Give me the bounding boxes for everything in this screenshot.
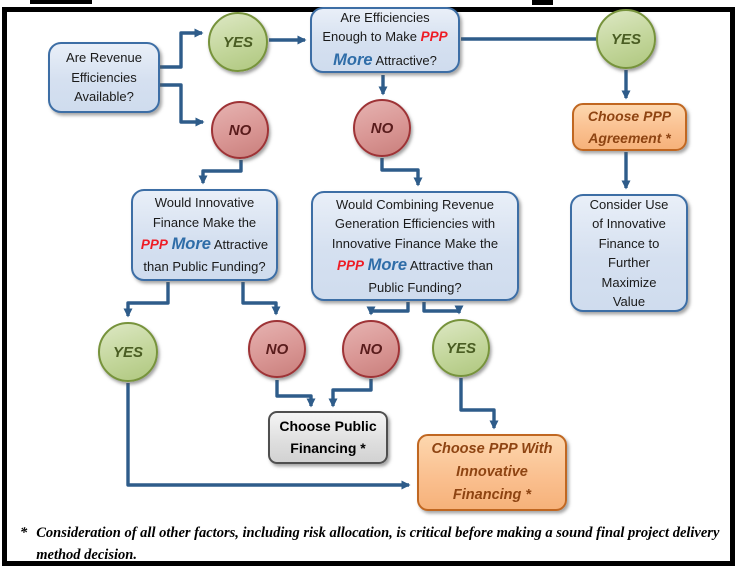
yes-label: YES: [112, 343, 143, 361]
decision-combining-revenue: Would Combining Revenue Generation Effic…: [311, 191, 519, 301]
outcome-choose-ppp-agreement: Choose PPP Agreement *: [572, 103, 687, 151]
cropped-caption-remnant: [532, 0, 553, 5]
decision-combining-line3: Innovative Finance Make the: [331, 235, 499, 251]
yes-node-2: YES: [596, 9, 656, 69]
yes-node-3: YES: [98, 322, 158, 382]
decision-combining-line1: Would Combining Revenue: [335, 196, 495, 212]
decision-innovative-line4: than Public Funding?: [143, 259, 266, 275]
decision-combining-line5: Public Funding?: [368, 279, 462, 295]
decision-efficiencies-enough: Are Efficiencies Enough to Make PPP More…: [310, 7, 460, 73]
no-label: NO: [265, 340, 289, 358]
ppp-highlight: PPP: [140, 237, 168, 253]
yes-label: YES: [222, 33, 253, 51]
outcome-choose-ppp-agreement-text: Choose PPP Agreement *: [587, 107, 672, 146]
decision-efficiencies-line2: Enough to Make PPP: [322, 29, 448, 45]
no-label: NO: [228, 121, 252, 139]
footnote-asterisk: *: [20, 525, 28, 541]
outcome-choose-public-financing-text: Choose Public Financing *: [279, 417, 377, 456]
no-label: NO: [370, 119, 394, 137]
outcome-consider-innovative: Consider Use of Innovative Finance to Fu…: [570, 194, 688, 312]
no-node-2: NO: [353, 99, 411, 157]
ppp-highlight: PPP: [336, 258, 364, 274]
more-highlight: More: [171, 235, 211, 254]
no-node-3: NO: [248, 320, 306, 378]
decision-combining-line2: Generation Efficiencies with: [334, 216, 496, 232]
decision-revenue-efficiencies-text: Are Revenue Efficiencies Available?: [66, 50, 142, 105]
decision-combining-line4: PPP More Attractive than: [336, 256, 494, 275]
decision-innovative-line1: Would Innovative: [154, 195, 255, 211]
outcome-choose-ppp-innovative-text: Choose PPP With Innovative Financing *: [431, 440, 553, 504]
outcome-choose-public-financing: Choose Public Financing *: [268, 411, 388, 464]
decision-revenue-efficiencies: Are Revenue Efficiencies Available?: [48, 42, 160, 113]
more-highlight: More: [367, 256, 408, 275]
no-node-1: NO: [211, 101, 269, 159]
decision-efficiencies-line1: Are Efficiencies: [340, 9, 430, 25]
ppp-highlight: PPP: [420, 29, 448, 45]
yes-node-1: YES: [208, 12, 268, 72]
yes-label: YES: [445, 339, 476, 357]
decision-innovative-line3: PPP More Attractive: [140, 235, 269, 254]
outcome-consider-innovative-text: Consider Use of Innovative Finance to Fu…: [589, 196, 669, 310]
footnote: * Consideration of all other factors, in…: [20, 522, 722, 567]
more-highlight: More: [333, 50, 373, 69]
no-label: NO: [359, 340, 383, 358]
decision-innovative-finance: Would Innovative Finance Make the PPP Mo…: [131, 189, 278, 281]
decision-innovative-line2: Finance Make the: [152, 214, 257, 230]
cropped-caption-remnant: [30, 0, 92, 4]
yes-node-4: YES: [432, 319, 490, 377]
decision-efficiencies-line3: More Attractive?: [333, 50, 437, 69]
footnote-text: Consideration of all other factors, incl…: [36, 525, 720, 564]
no-node-4: NO: [342, 320, 400, 378]
yes-label: YES: [610, 30, 641, 48]
outcome-choose-ppp-innovative: Choose PPP With Innovative Financing *: [417, 434, 567, 511]
